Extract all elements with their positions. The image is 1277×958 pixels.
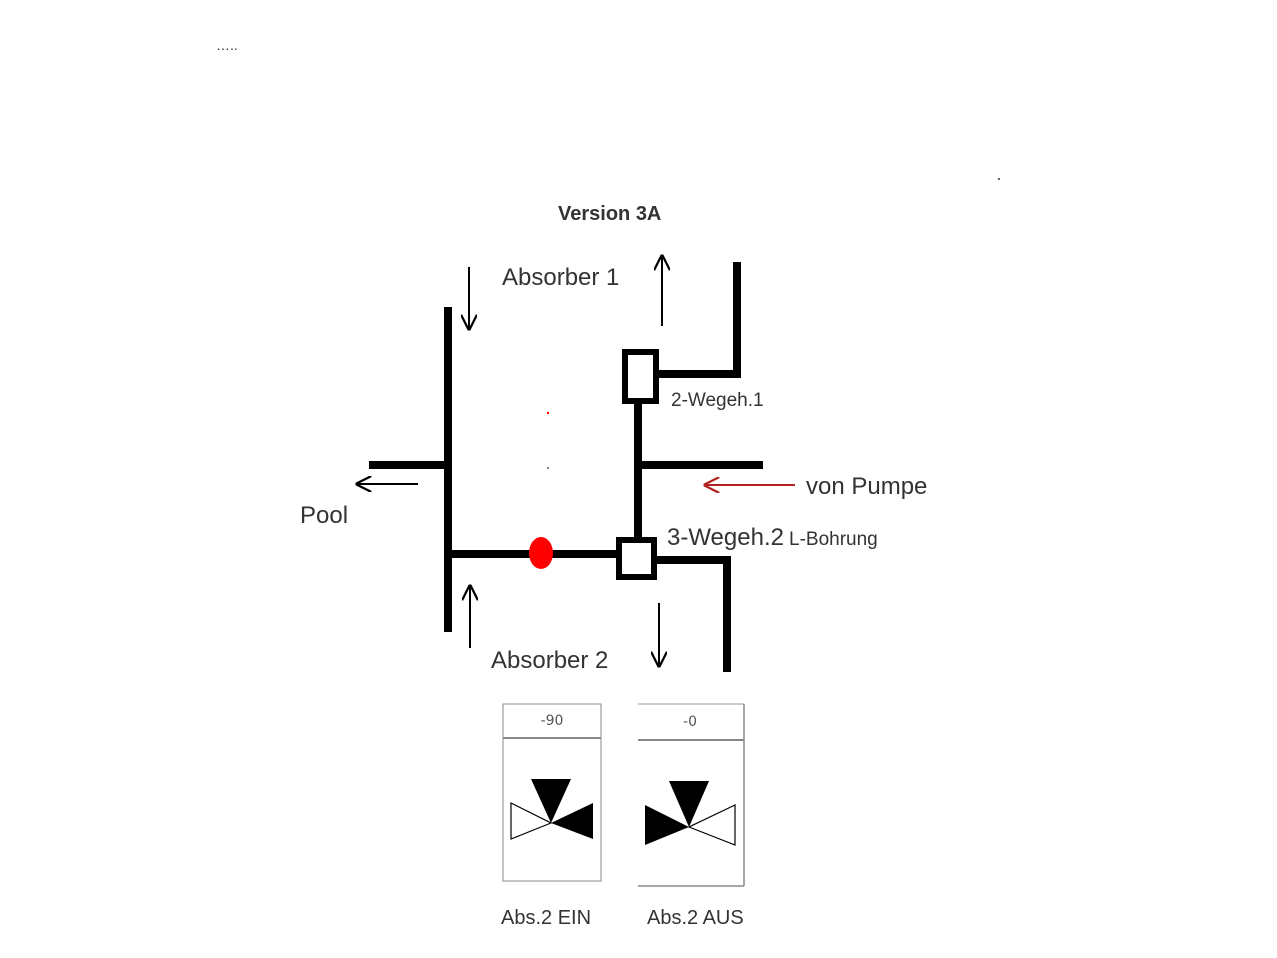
label-l-bohrung: L-Bohrung — [789, 529, 878, 550]
valve-3way-box — [616, 537, 657, 580]
label-absorber-2: Absorber 2 — [491, 647, 608, 674]
gray-speck — [547, 467, 549, 469]
three-way-valve-aus-icon — [645, 781, 736, 846]
valve-2way-box — [622, 349, 659, 404]
red-speck — [546, 411, 550, 415]
valve-panel-aus: -0 — [638, 703, 745, 887]
pipe-network — [369, 262, 763, 672]
label-valve-2way: 2-Wegeh.1 — [671, 390, 764, 411]
flow-marker — [529, 537, 553, 569]
caption-abs2-aus: Abs.2 AUS — [647, 907, 744, 929]
valve-panel-ein: -90 — [502, 703, 602, 882]
label-absorber-1: Absorber 1 — [502, 264, 619, 291]
three-way-valve-ein-icon — [510, 779, 593, 840]
panel-aus-value: -0 — [683, 714, 697, 730]
caption-abs2-ein: Abs.2 EIN — [501, 907, 591, 929]
diagram-title: Version 3A — [558, 203, 661, 225]
panel-ein-value: -90 — [541, 713, 564, 729]
header-dots: ….. — [216, 37, 238, 53]
label-valve-3way: 3-Wegeh.2 — [667, 524, 784, 551]
pipe-top-right — [656, 262, 741, 378]
label-von-pumpe: von Pumpe — [806, 473, 927, 500]
flow-arrows — [357, 256, 795, 666]
stray-dot — [998, 178, 1000, 180]
pipe-bottom-right — [656, 556, 731, 672]
label-pool: Pool — [300, 502, 348, 529]
